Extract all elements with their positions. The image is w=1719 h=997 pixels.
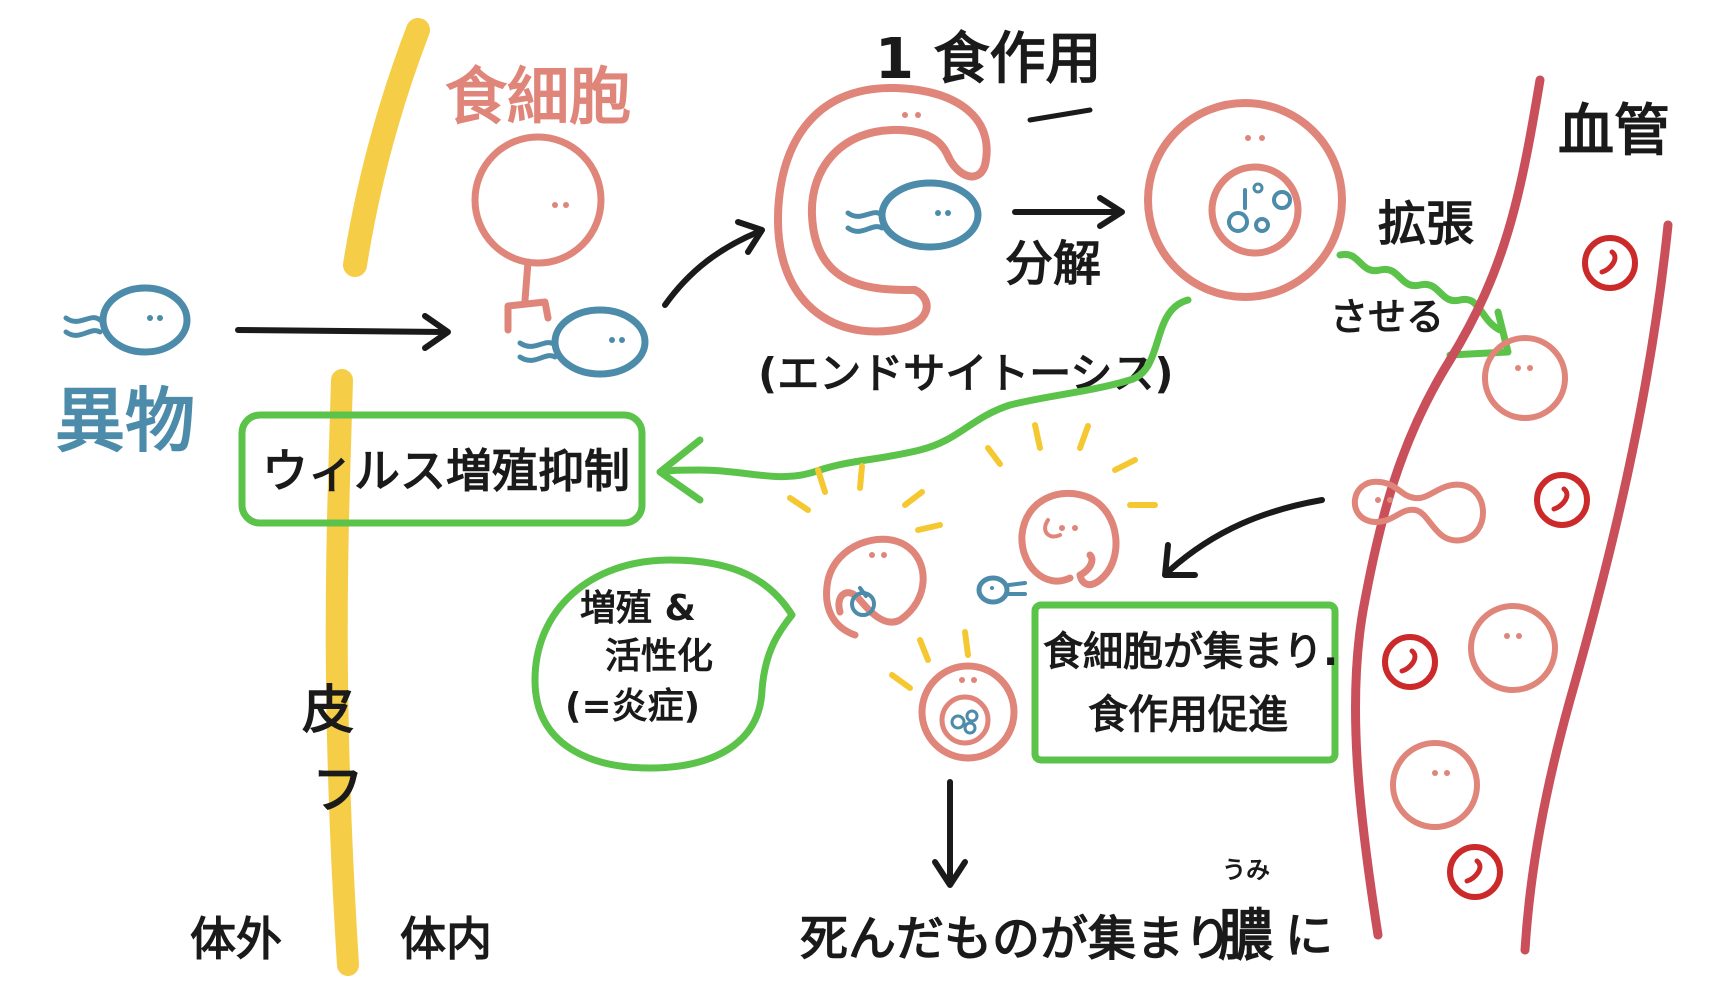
proliferation-line1: 増殖 & [580, 588, 696, 629]
phagocytosis-title: 1 食作用 [875, 27, 1101, 92]
foreign-body-label: 異物 [55, 380, 195, 462]
dilate-wavy-arrow [1336, 250, 1512, 359]
proliferation-line3: (=炎症) [565, 686, 700, 727]
decompose-label: 分解 [1005, 236, 1101, 292]
gathering-line1: 食細胞が集まり. [1043, 629, 1338, 675]
red-blood-cell-3 [1382, 634, 1438, 690]
blood-vessel-label: 血管 [1558, 99, 1670, 164]
vessel-phagocyte-2 [1390, 740, 1480, 830]
arrow-to-decompose [1012, 195, 1125, 229]
vessel-wall-right [1520, 220, 1673, 955]
skin-label-2: フ [312, 761, 364, 821]
engulfing-cell-icon [774, 83, 991, 336]
small-foreign-body-icon [976, 575, 1027, 605]
outside-body-label: 体外 [190, 912, 282, 966]
skin-label-1: 皮 [302, 681, 354, 741]
red-blood-cell-4 [1447, 844, 1503, 900]
activated-phagocyte-left [787, 463, 943, 639]
decomposing-cell-icon [1144, 99, 1346, 301]
endocytosis-label: (エンドサイトーシス) [758, 349, 1174, 398]
vessel-phagocyte-exiting [1482, 335, 1568, 421]
phagocytosis-underline [1027, 107, 1093, 123]
digesting-phagocyte [889, 629, 1018, 762]
dilate-cause-label: させる [1330, 295, 1444, 339]
engulfed-foreign-body-icon [845, 179, 982, 251]
arrow-to-gathering [1162, 497, 1325, 578]
arrow-to-phagocytosis [662, 219, 765, 308]
activated-phagocyte-right [985, 422, 1158, 589]
pus-line-label: 死んだものが集まり [800, 911, 1232, 967]
pus-suffix-label: に [1285, 908, 1333, 964]
phagocyte-label: 食細胞 [445, 60, 631, 133]
inside-body-label: 体内 [400, 912, 492, 966]
phagocyte-icon [471, 133, 605, 334]
skin-band-upper [343, 18, 430, 277]
suppression-wavy-arrow [656, 296, 1192, 504]
gathering-line2: 食作用促進 [1088, 692, 1288, 738]
gathering-box [1031, 601, 1339, 764]
virus-suppression-box [238, 411, 646, 527]
red-blood-cell-1 [1582, 235, 1638, 291]
pus-reading-label: うみ [1222, 856, 1270, 884]
vessel-phagocyte-1 [1468, 603, 1558, 693]
pus-kanji-label: 膿 [1218, 904, 1274, 969]
vessel-phagocyte-squeezing [1351, 478, 1486, 544]
skin-band-lower [325, 369, 359, 976]
arrow-to-pus [932, 779, 968, 888]
proliferation-bubble [531, 556, 796, 772]
virus-suppression-label: ウィルス増殖抑制 [262, 444, 630, 498]
foreign-body-icon [63, 284, 191, 356]
captured-foreign-body-icon [517, 306, 649, 378]
red-blood-cell-2 [1534, 472, 1590, 528]
dilate-label: 拡張 [1378, 196, 1474, 252]
proliferation-line2: 活性化 [605, 636, 713, 677]
arrow-to-phagocyte [235, 313, 451, 351]
